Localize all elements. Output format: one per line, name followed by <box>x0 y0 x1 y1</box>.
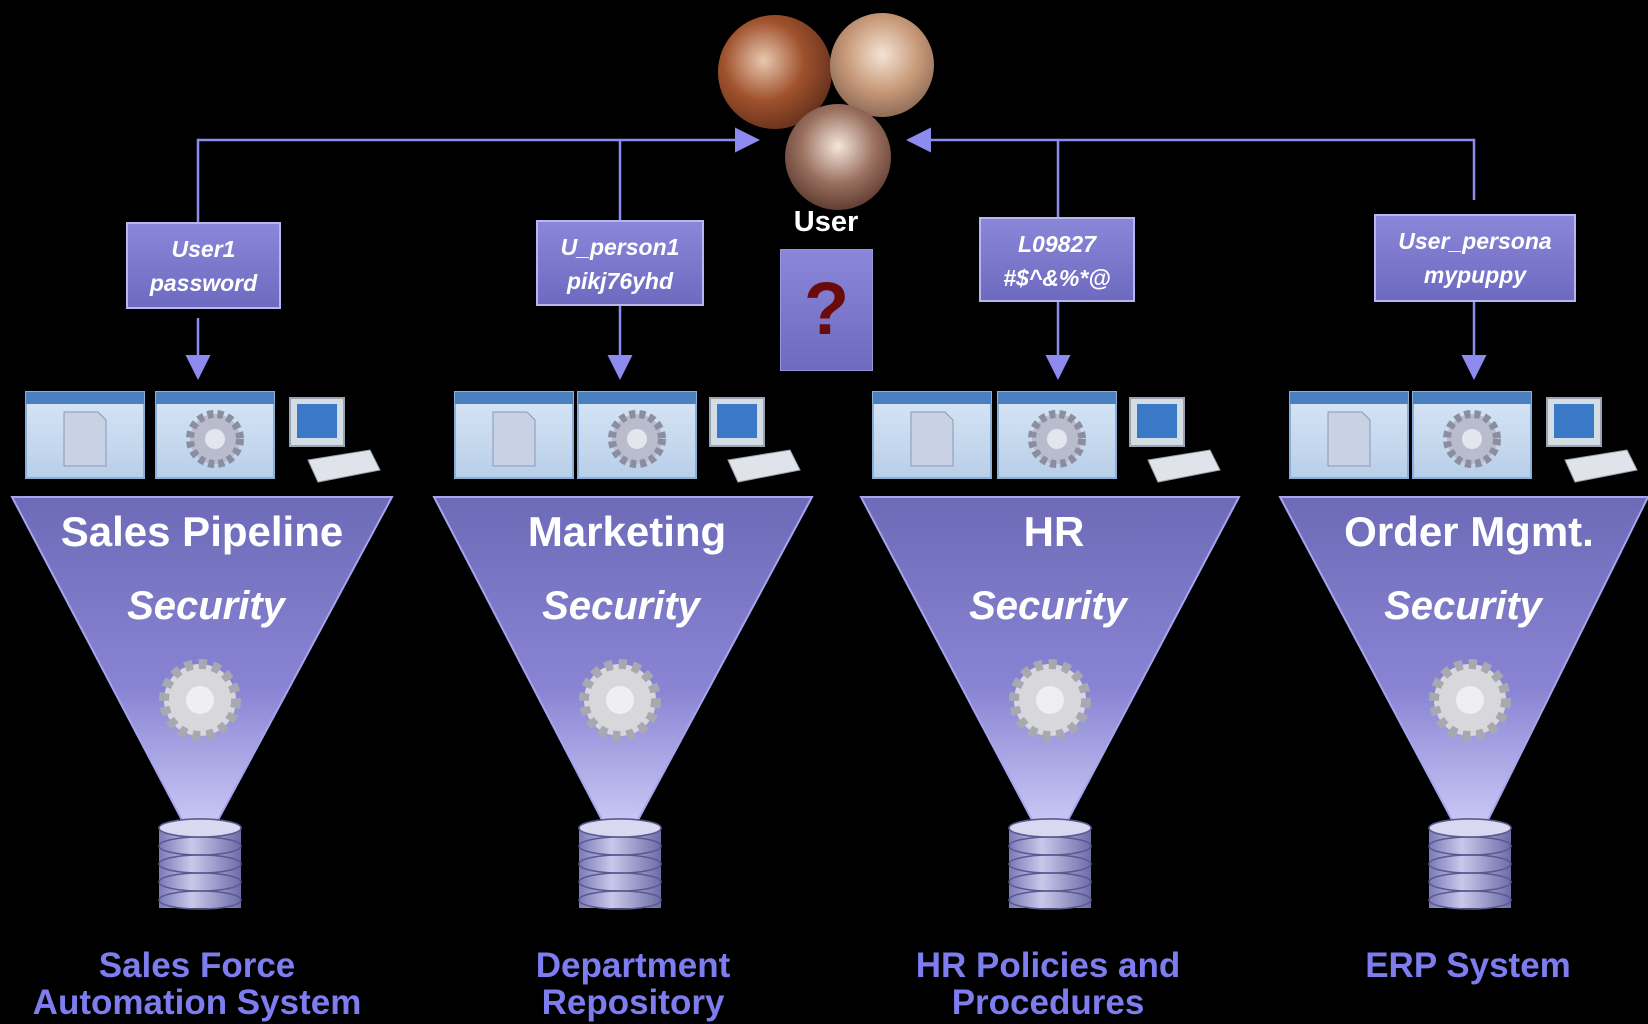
system-column-sales <box>10 391 394 910</box>
settings-window-icon <box>1412 391 1532 479</box>
settings-window-icon <box>997 391 1117 479</box>
credential-password: #$^&%*@ <box>1003 265 1111 291</box>
funnel-title-marketing: Marketing <box>527 508 727 555</box>
funnel-security-marketing: Security <box>542 584 700 628</box>
system-column-marketing <box>432 391 814 910</box>
credential-box-marketing: U_person1 pikj76yhd <box>536 220 704 306</box>
credential-password: password <box>149 270 258 296</box>
funnel-security-sales: Security <box>127 584 285 628</box>
system-label-hr: HR Policies and Procedures <box>838 947 1258 1021</box>
credential-user: U_person1 <box>560 234 680 260</box>
credential-user: User1 <box>171 236 236 262</box>
database-icon <box>578 818 662 910</box>
document-window-icon <box>454 391 574 479</box>
credential-password: pikj76yhd <box>566 268 674 294</box>
credential-box-order: User_persona mypuppy <box>1374 214 1576 302</box>
system-label-line1: HR Policies and <box>915 946 1181 985</box>
system-label-order: ERP System <box>1258 947 1648 984</box>
funnel-title-sales: Sales Pipeline <box>60 508 344 555</box>
database-icon <box>158 818 242 910</box>
document-window-icon <box>1289 391 1409 479</box>
funnel-security-order: Security <box>1384 584 1542 628</box>
funnel-title-order: Order Mgmt. <box>1344 508 1594 555</box>
pawn-icon <box>1009 659 1091 741</box>
system-label-line2: Automation System <box>32 983 362 1022</box>
credential-user: User_persona <box>1398 228 1552 254</box>
gear-check-icon <box>159 659 241 741</box>
document-check-icon <box>1429 659 1511 741</box>
system-label-line2: Repository <box>541 983 725 1022</box>
system-label-sales: Sales Force Automation System <box>0 947 407 1021</box>
computer-icon <box>709 397 801 483</box>
document-window-icon <box>872 391 992 479</box>
user-label: User <box>793 206 859 238</box>
user-photo-1 <box>718 15 832 129</box>
system-column-hr <box>859 391 1241 910</box>
settings-window-icon <box>577 391 697 479</box>
user-photo-3 <box>785 104 891 210</box>
credential-box-sales: User1 password <box>126 222 281 309</box>
connector-left <box>196 127 760 260</box>
system-column-order <box>1278 391 1648 910</box>
credential-user: L09827 <box>1017 231 1096 257</box>
credential-password: mypuppy <box>1423 262 1527 288</box>
document-window-icon <box>25 391 145 479</box>
system-label-line1: Department <box>535 946 731 985</box>
computer-icon <box>1546 397 1638 483</box>
credential-box-hr: L09827 #$^&%*@ <box>979 217 1135 302</box>
database-icon <box>1008 818 1092 910</box>
user-photos <box>718 13 934 210</box>
system-label-line1: ERP System <box>1365 946 1571 985</box>
settings-window-icon <box>155 391 275 479</box>
computer-icon <box>1129 397 1221 483</box>
system-label-line1: Sales Force <box>98 946 296 985</box>
unknown-identity-box: ? <box>780 249 873 371</box>
funnel-security-hr: Security <box>969 584 1127 628</box>
system-label-line2: Procedures <box>951 983 1145 1022</box>
user-photo-2 <box>830 13 934 117</box>
system-label-marketing: Department Repository <box>423 947 843 1021</box>
computer-icon <box>289 397 381 483</box>
cycle-arrows-icon <box>579 659 661 741</box>
funnel-title-hr: HR <box>1023 508 1085 555</box>
question-mark: ? <box>803 267 850 350</box>
database-icon <box>1428 818 1512 910</box>
connector-lines <box>185 127 1487 380</box>
connector-right <box>906 127 1476 200</box>
